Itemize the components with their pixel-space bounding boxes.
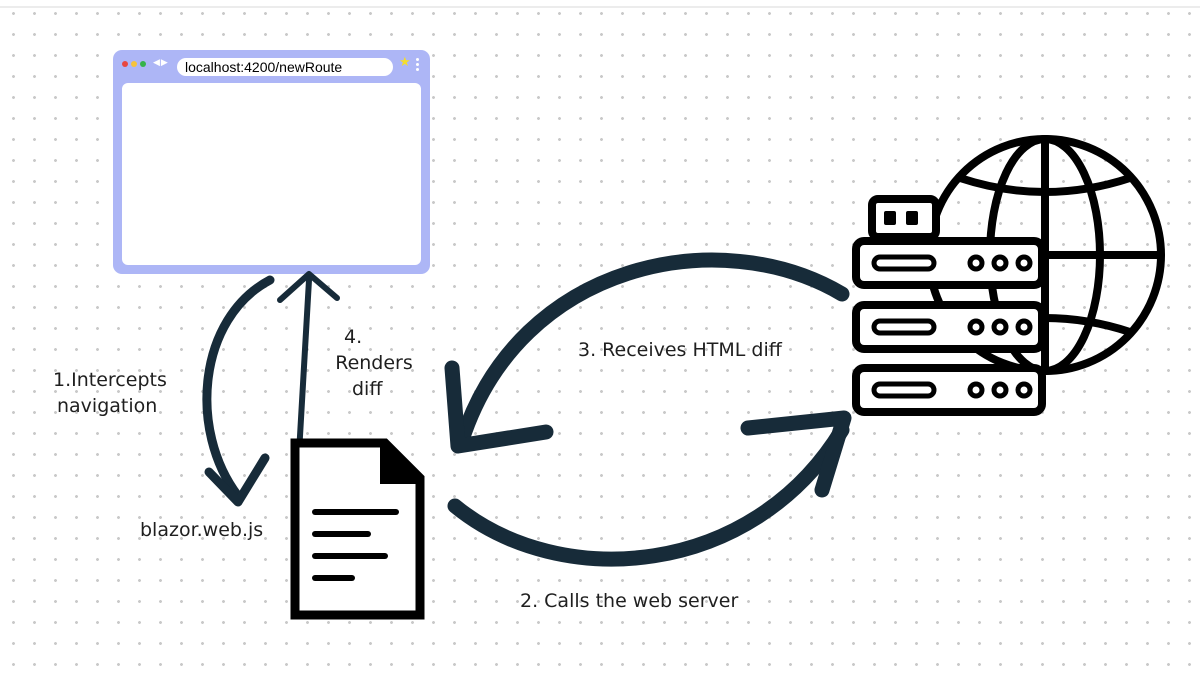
label-intercepts-navigation: 1.Intercepts navigation	[53, 367, 167, 419]
document-icon	[290, 438, 425, 620]
maximize-dot-icon	[140, 61, 146, 67]
server-globe-icon	[852, 135, 1165, 416]
close-dot-icon	[122, 61, 128, 67]
label-renders-line2: Renders	[335, 352, 413, 374]
server-rack	[852, 237, 1046, 416]
address-bar: localhost:4200/newRoute	[177, 58, 393, 76]
label-intercepts-line1: 1.Intercepts	[53, 369, 167, 391]
bookmark-star-icon: ★	[399, 55, 411, 70]
label-blazor-script: blazor.web.js	[140, 519, 264, 541]
label-intercepts-line2: navigation	[57, 395, 158, 417]
label-receives-html-diff: 3. Receives HTML diff	[578, 339, 782, 361]
label-calls-web-server: 2. Calls the web server	[520, 590, 739, 612]
browser-window: ◀▶ localhost:4200/newRoute ★	[113, 50, 430, 274]
label-renders-line3: diff	[352, 378, 383, 400]
arrow-intercepts-navigation	[202, 275, 275, 507]
window-controls	[122, 61, 146, 67]
minimize-dot-icon	[131, 61, 137, 67]
label-renders-line1: 4.	[344, 326, 363, 348]
label-renders-diff: 4. Renders diff	[326, 324, 422, 402]
back-forward-icon: ◀▶	[153, 58, 169, 68]
arrow-receives-html-diff	[444, 252, 850, 454]
top-divider	[0, 6, 1200, 8]
menu-kebab-icon	[416, 58, 419, 73]
browser-viewport	[122, 83, 421, 265]
arrow-calls-web-server	[447, 410, 852, 567]
